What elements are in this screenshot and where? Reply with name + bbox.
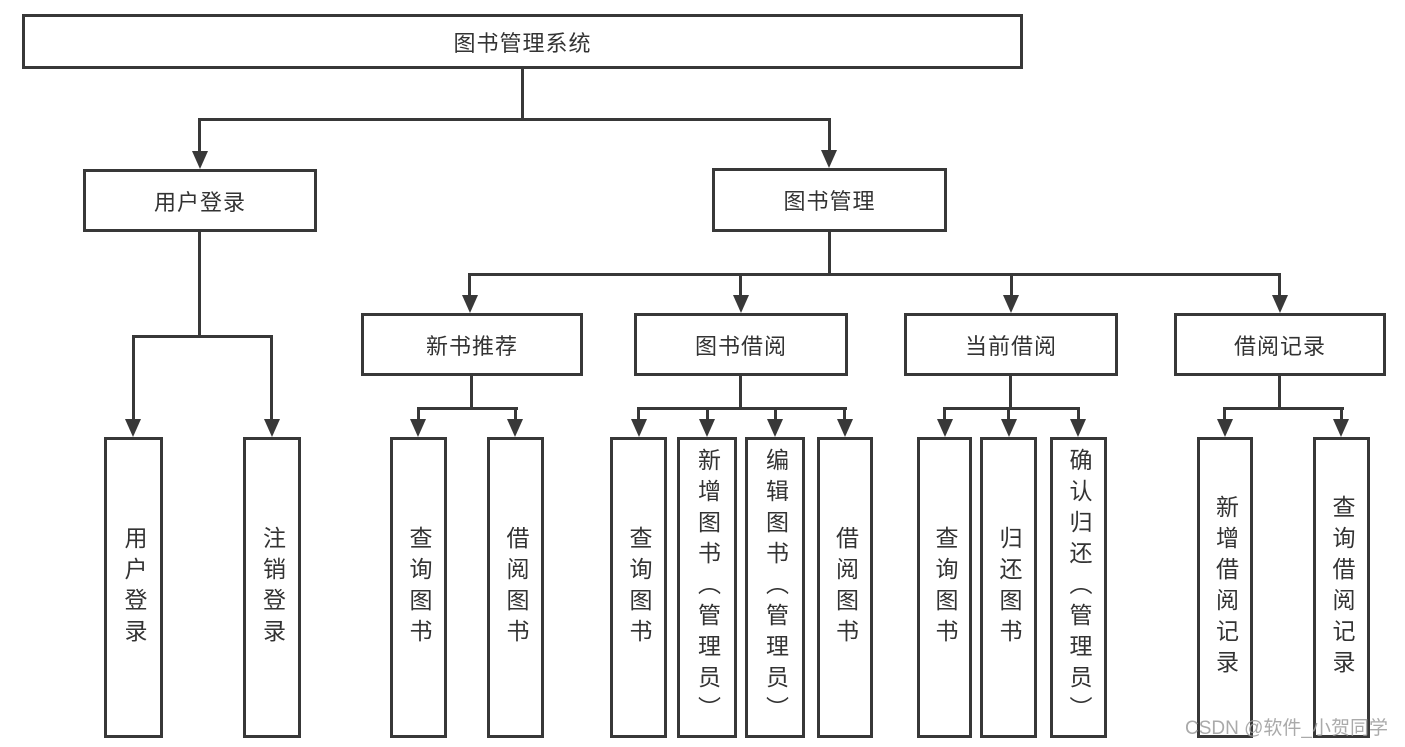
connector-line <box>1340 407 1343 419</box>
arrowhead <box>821 150 837 168</box>
node-book-management: 图书管理 <box>712 168 947 232</box>
arrowhead <box>462 295 478 313</box>
arrowhead <box>937 419 953 437</box>
connector-line <box>828 232 831 273</box>
connector-line <box>1223 407 1344 410</box>
connector-line <box>1278 376 1281 407</box>
connector-line <box>774 407 777 419</box>
leaf-current-return-books: 归还图书 <box>980 437 1037 738</box>
leaf-logout: 注销登录 <box>243 437 301 738</box>
connector-line <box>1009 376 1012 407</box>
connector-line <box>198 118 201 151</box>
leaf-borrowing-edit-books-admin: 编辑图书（管理员） <box>745 437 805 738</box>
connector-line <box>1077 407 1080 419</box>
connector-line <box>637 407 847 410</box>
arrowhead <box>631 419 647 437</box>
connector-line <box>417 407 420 419</box>
arrowhead <box>837 419 853 437</box>
watermark: CSDN @软件_小贺同学 <box>1185 718 1388 739</box>
connector-line <box>270 335 273 419</box>
node-new-book-recommend: 新书推荐 <box>361 313 583 376</box>
arrowhead <box>1070 419 1086 437</box>
arrowhead <box>1001 419 1017 437</box>
node-library-system: 图书管理系统 <box>22 14 1023 69</box>
leaf-borrowing-query-books: 查询图书 <box>610 437 667 738</box>
connector-line <box>1278 273 1281 295</box>
arrowhead <box>125 419 141 437</box>
connector-line <box>132 335 135 419</box>
leaf-newbook-borrow-books: 借阅图书 <box>487 437 544 738</box>
arrowhead <box>1217 419 1233 437</box>
arrowhead <box>1333 419 1349 437</box>
leaf-records-add-record: 新增借阅记录 <box>1197 437 1253 738</box>
connector-line <box>514 407 517 419</box>
connector-line <box>739 273 742 295</box>
connector-line <box>943 407 1080 410</box>
connector-line <box>198 232 201 335</box>
connector-line <box>739 376 742 407</box>
connector-line <box>706 407 709 419</box>
connector-line <box>198 118 831 121</box>
connector-line <box>469 273 1281 276</box>
leaf-borrowing-borrow-books: 借阅图书 <box>817 437 873 738</box>
leaf-borrowing-add-books-admin: 新增图书（管理员） <box>677 437 737 738</box>
connector-line <box>470 376 473 407</box>
arrowhead <box>699 419 715 437</box>
arrowhead <box>410 419 426 437</box>
leaf-current-query-books: 查询图书 <box>917 437 972 738</box>
connector-line <box>843 407 846 419</box>
node-book-borrowing: 图书借阅 <box>634 313 848 376</box>
connector-line <box>132 335 273 338</box>
arrowhead <box>264 419 280 437</box>
connector-line <box>943 407 946 419</box>
leaf-current-confirm-return-admin: 确认归还（管理员） <box>1050 437 1107 738</box>
leaf-records-query-record: 查询借阅记录 <box>1313 437 1370 738</box>
connector-line <box>637 407 640 419</box>
connector-line <box>1010 273 1013 295</box>
node-current-borrowing: 当前借阅 <box>904 313 1118 376</box>
leaf-newbook-query-books: 查询图书 <box>390 437 447 738</box>
connector-line <box>1007 407 1010 419</box>
arrowhead <box>192 151 208 169</box>
arrowhead <box>1272 295 1288 313</box>
node-borrow-records: 借阅记录 <box>1174 313 1386 376</box>
connector-line <box>521 69 524 118</box>
connector-line <box>1223 407 1226 419</box>
connector-line <box>468 273 471 295</box>
arrowhead <box>1003 295 1019 313</box>
arrowhead <box>733 295 749 313</box>
node-user-login: 用户登录 <box>83 169 317 232</box>
arrowhead <box>507 419 523 437</box>
leaf-user-login: 用户登录 <box>104 437 163 738</box>
arrowhead <box>767 419 783 437</box>
connector-line <box>828 118 831 150</box>
connector-line <box>417 407 518 410</box>
